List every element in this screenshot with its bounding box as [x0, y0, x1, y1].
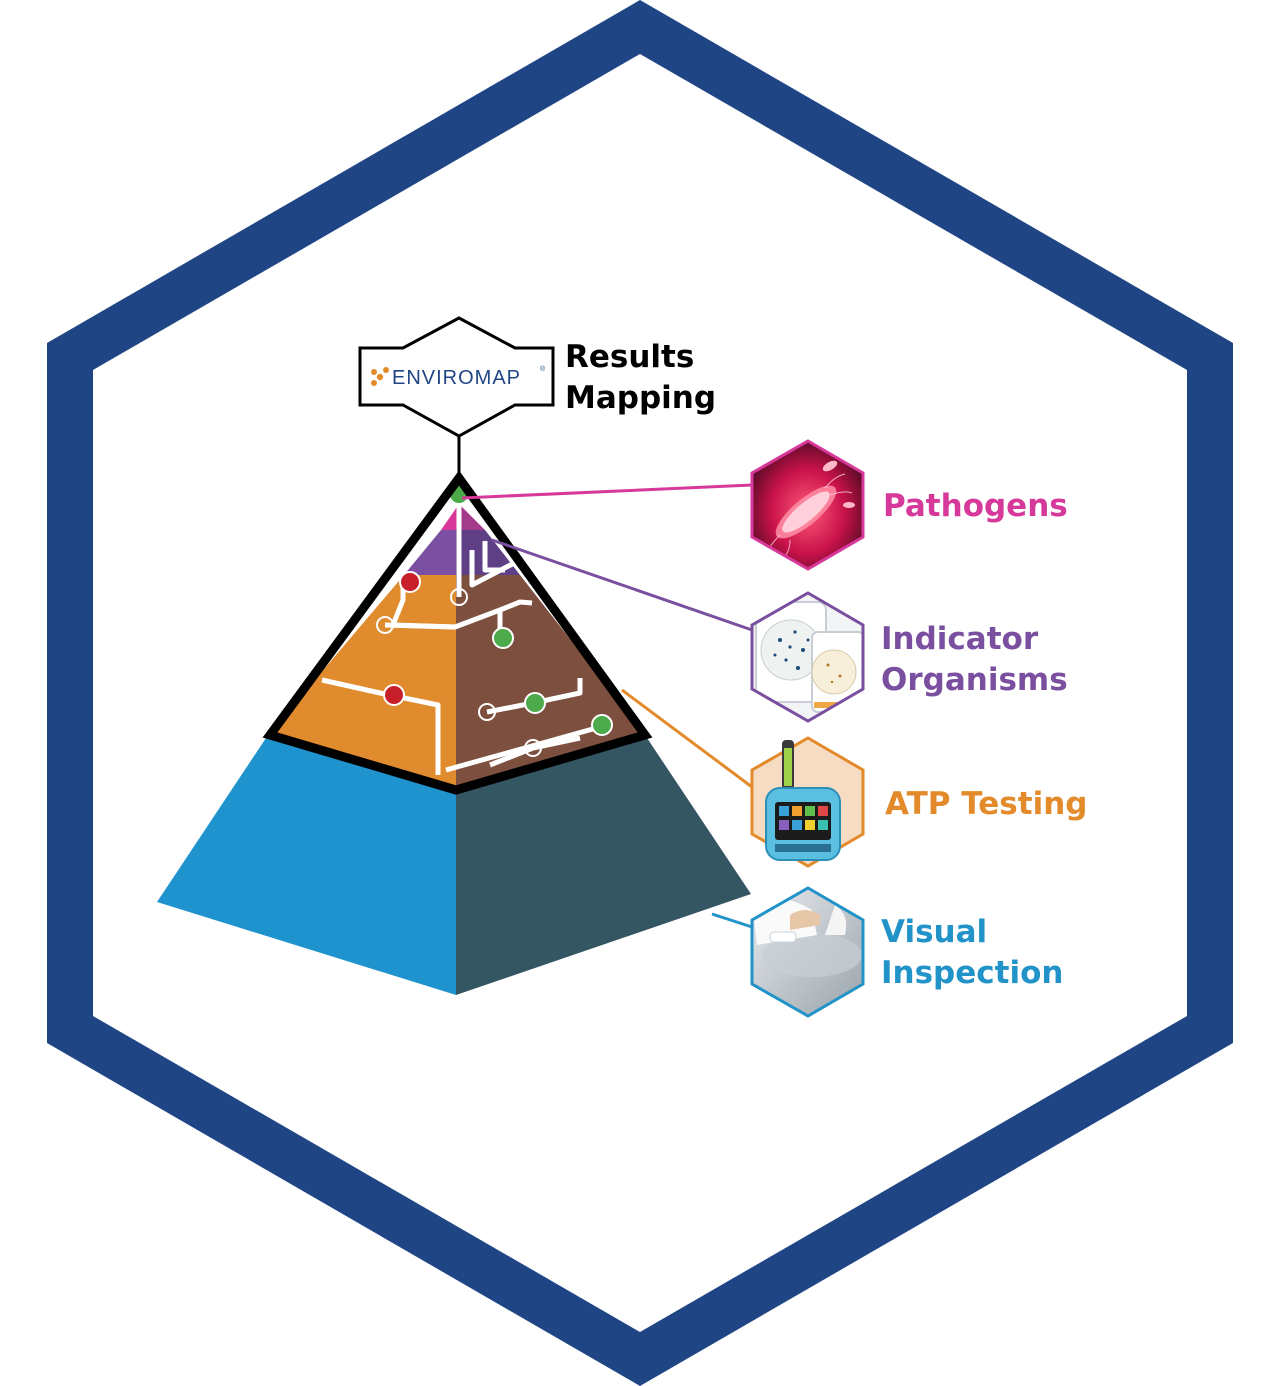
status-dot-green — [492, 627, 514, 649]
status-dot-red — [383, 684, 405, 706]
pyramid-base — [157, 735, 751, 995]
tier-label-indicator-line2: Organisms — [881, 662, 1068, 698]
tier-label-pathogens: Pathogens — [883, 488, 1068, 524]
enviromap-mark-icon — [371, 367, 389, 386]
bacteria-icon — [750, 439, 865, 571]
tier-label-indicator-line1: Indicator — [881, 621, 1039, 657]
wiping-surface-icon — [750, 886, 865, 1018]
status-dot-green — [524, 692, 546, 714]
logo-text: ENVIROMAP — [392, 367, 521, 389]
enviromap-logo: ENVIROMAP ® — [358, 316, 555, 438]
results-mapping-label-line2: Mapping — [565, 380, 716, 416]
status-dot-red — [399, 571, 421, 593]
tier-label-visual-line2: Inspection — [881, 955, 1063, 991]
atp-meter-icon — [750, 736, 865, 868]
connector-atp — [621, 688, 753, 789]
tier-label-atp: ATP Testing — [885, 786, 1087, 822]
tier-label-visual-line1: Visual — [881, 914, 987, 950]
logo-registered-mark: ® — [540, 365, 546, 373]
status-dot-green — [591, 714, 613, 736]
results-mapping-label-line1: Results — [565, 339, 694, 375]
connector-visual — [711, 912, 753, 929]
connector-pathogens — [461, 483, 753, 500]
connector-indicator — [491, 538, 753, 632]
petri-plates-icon — [750, 591, 865, 723]
pyramid-top — [262, 470, 653, 795]
